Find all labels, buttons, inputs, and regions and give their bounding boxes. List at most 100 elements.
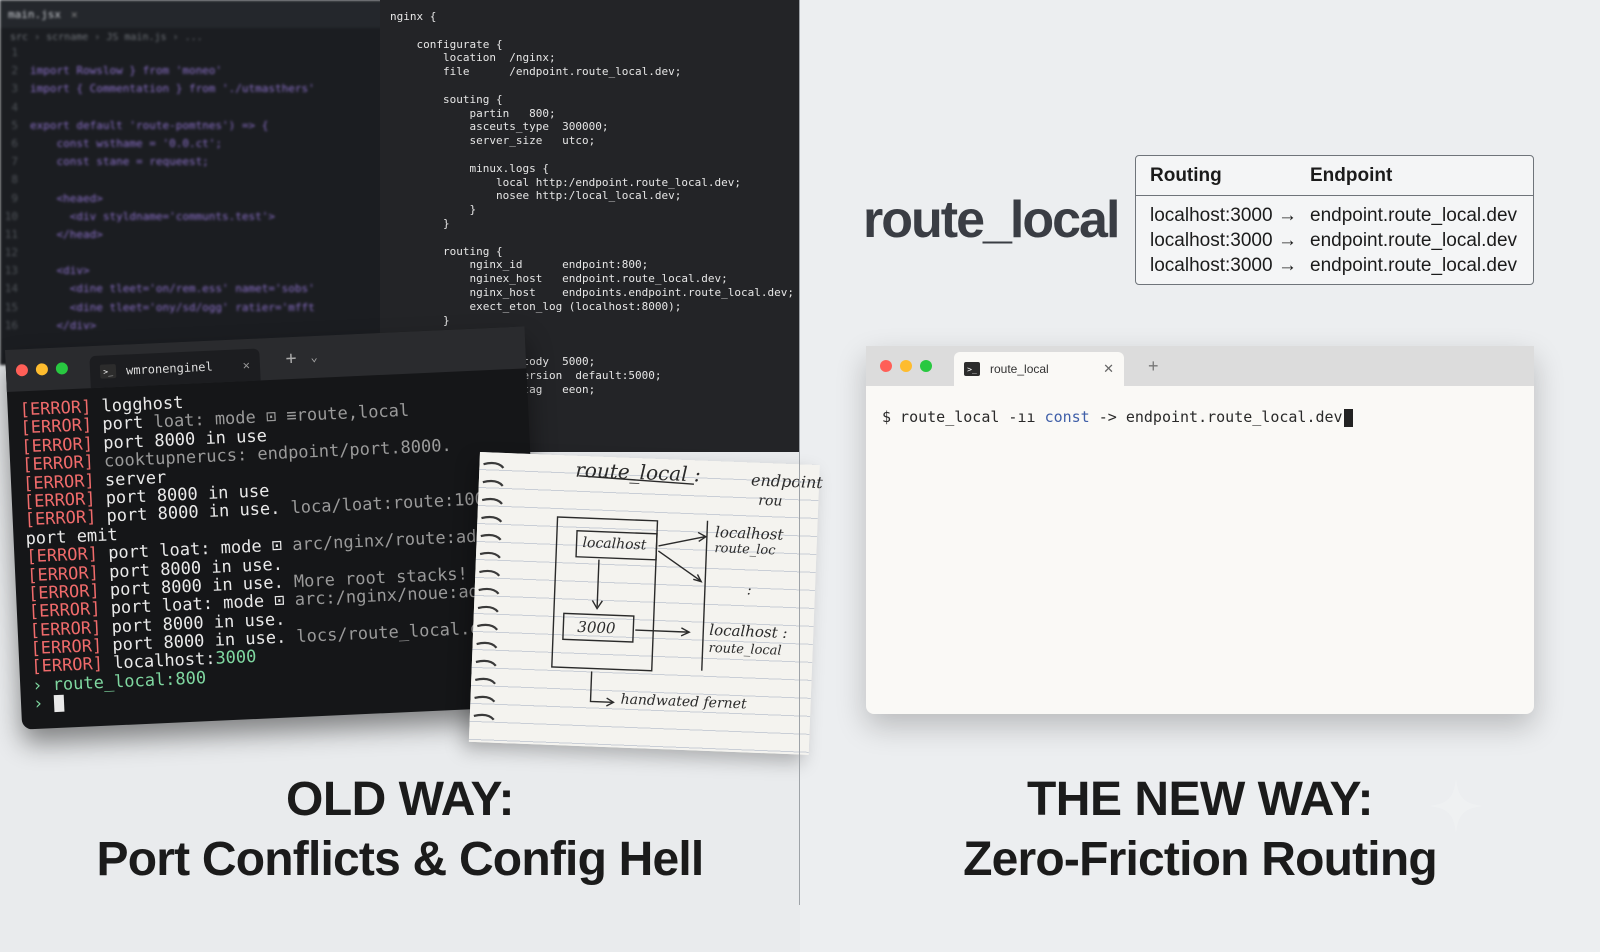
line-number: 16 [4,318,18,332]
text-cursor [53,694,64,712]
prompt-symbol: › [32,693,44,715]
code-text: </div> [30,318,97,332]
table-row: localhost:3000→endpoint.route_local.dev [1136,228,1533,253]
new-terminal-tab[interactable]: >_ route_local ✕ [954,352,1124,386]
close-dot-icon[interactable] [880,360,892,372]
brand-logo: route_local [863,191,1120,249]
minimize-dot-icon[interactable] [35,363,49,376]
new-terminal-command[interactable]: $ route_local -ıı const -> endpoint.rout… [866,386,1534,449]
routing-cell: localhost:3000 [1150,204,1273,226]
notebook-box-port: 3000 [577,617,616,638]
chevron-down-icon[interactable]: ⌄ [310,349,319,365]
notebook-box-localhost: localhost [582,535,647,554]
code-line: 4 [0,101,390,119]
close-dot-icon[interactable] [15,363,29,377]
line-number: 1 [11,46,18,59]
code-line: 16 </div> [0,319,390,337]
line-number: 8 [11,173,18,187]
close-tab-icon[interactable]: ✕ [242,357,251,373]
routing-table: Routing Endpoint localhost:3000→endpoint… [1135,155,1534,285]
notebook-note-1b: route_loc [714,541,776,559]
arrow-right-icon: → [1278,254,1297,276]
sparkle-icon [1428,778,1484,834]
line-number: 11 [4,227,18,241]
code-text: import Rowslow } from 'moneo' [30,64,223,78]
old-terminal-output: [ERROR] logghost[ERROR] port loat: mode … [7,368,542,724]
editor-tab-label: main.jsx [8,7,61,21]
new-terminal-tab-label: route_local [990,362,1049,376]
old-way-heading: OLD WAY: [285,773,515,826]
minimize-dot-icon[interactable] [900,360,912,372]
line-number: 2 [11,64,18,78]
old-way-subheading: Port Conflicts & Config Hell [96,833,705,886]
notebook-sketch: route_local : endpoint rou localhost 300… [468,452,823,755]
line-number: 5 [11,118,18,132]
old-way-panel: main.jsx ✕ src › scrname › JS main.js › … [0,0,824,890]
nginx-config-text: nginx { configurate { location /nginx; f… [390,10,794,437]
line-number: 4 [11,100,18,114]
line-number: 12 [4,246,18,260]
arrow-right-icon: → [1278,204,1297,226]
code-text: <heaed> [30,191,103,205]
cmd-prefix: $ route_local -ıı [882,408,1036,426]
code-line: 14 <dine tleet='on/rem.ess' namet='sobs' [0,282,390,300]
spiral-binding-icon [473,461,505,721]
cmd-suffix: -> endpoint.route_local.dev [1098,408,1343,426]
old-terminal-tab-label: wmronenginel [125,359,213,378]
breadcrumb: src › scrname › JS main.js › ... [10,31,203,43]
old-terminal-window: >_ wmronenginel ✕ + ⌄ [ERROR] logghost[E… [5,326,542,730]
code-line: 12 [0,246,390,264]
new-terminal-titlebar: >_ route_local ✕ + [866,346,1534,386]
routing-table-header: Routing Endpoint [1136,156,1533,196]
table-row: localhost:3000→ endpoint.route_local.dev [1136,203,1533,228]
routing-cell: localhost:3000 [1150,254,1273,276]
cmd-keyword: const [1044,408,1090,426]
endpoint-cell: endpoint.route_local.dev [1310,204,1518,226]
arrow-right-icon: → [1278,229,1297,251]
code-line: 7 const stane = requeest; [0,155,390,173]
terminal-line-extra: 3000 [215,647,257,670]
code-text: import { Commentation } from './utmasthe… [30,82,315,96]
close-icon[interactable]: ✕ [70,7,78,21]
maximize-dot-icon[interactable] [920,360,932,372]
code-line: 6 const wsthame = '0.0.ct'; [0,137,390,155]
notebook-title: route_local : [574,457,702,487]
routing-cell: localhost:3000 [1150,229,1273,251]
code-line: 10 <div styldname='communts.test'> [0,210,390,228]
maximize-dot-icon[interactable] [55,362,69,375]
new-way-caption: THE NEW WAY: Zero-Friction Routing [800,770,1600,890]
endpoint-cell: endpoint.route_local.dev [1310,254,1518,276]
code-line: 9 <heaed> [0,192,390,210]
code-text: const stane = requeest; [30,155,209,169]
code-line: 15 <dine tleet='ony/sd/ogg' ratier='mfft [0,301,390,319]
line-number: 10 [4,209,18,223]
line-number: 3 [11,82,18,96]
code-editor: main.jsx ✕ src › scrname › JS main.js › … [0,0,390,365]
code-line: 2 import Rowslow } from 'moneo' [0,64,390,82]
code-text: const wsthame = '0.0.ct'; [30,136,223,150]
code-line: 5 export default 'route-pomtnes') => { [0,119,390,137]
old-way-caption: OLD WAY: Port Conflicts & Config Hell [0,770,800,890]
editor-tab[interactable]: main.jsx ✕ [0,0,390,28]
notebook-title-right-2: rou [758,492,783,510]
new-tab-icon[interactable]: + [285,347,297,369]
new-tab-icon[interactable]: + [1148,355,1159,376]
table-row: localhost:3000→ endpoint.route_local.dev [1136,253,1533,278]
close-tab-icon[interactable]: ✕ [1103,361,1114,376]
code-text: </head> [30,227,103,241]
line-number: 13 [4,264,18,278]
notebook-note-2a: localhost : [708,620,788,642]
code-text: export default 'route-pomtnes') => { [30,118,269,132]
line-number: 6 [11,136,18,150]
code-line: 1 [0,46,390,64]
code-line: 3 import { Commentation } from './utmasth… [0,82,390,100]
line-number: 15 [4,300,18,314]
new-terminal-window: >_ route_local ✕ + $ route_local -ıı con… [866,346,1534,714]
line-number: 9 [11,191,18,205]
code-text: <div> [30,264,90,278]
code-line: 11 </head> [0,228,390,246]
terminal-icon: >_ [99,363,117,379]
notebook-note-2b: route_local [708,640,782,659]
